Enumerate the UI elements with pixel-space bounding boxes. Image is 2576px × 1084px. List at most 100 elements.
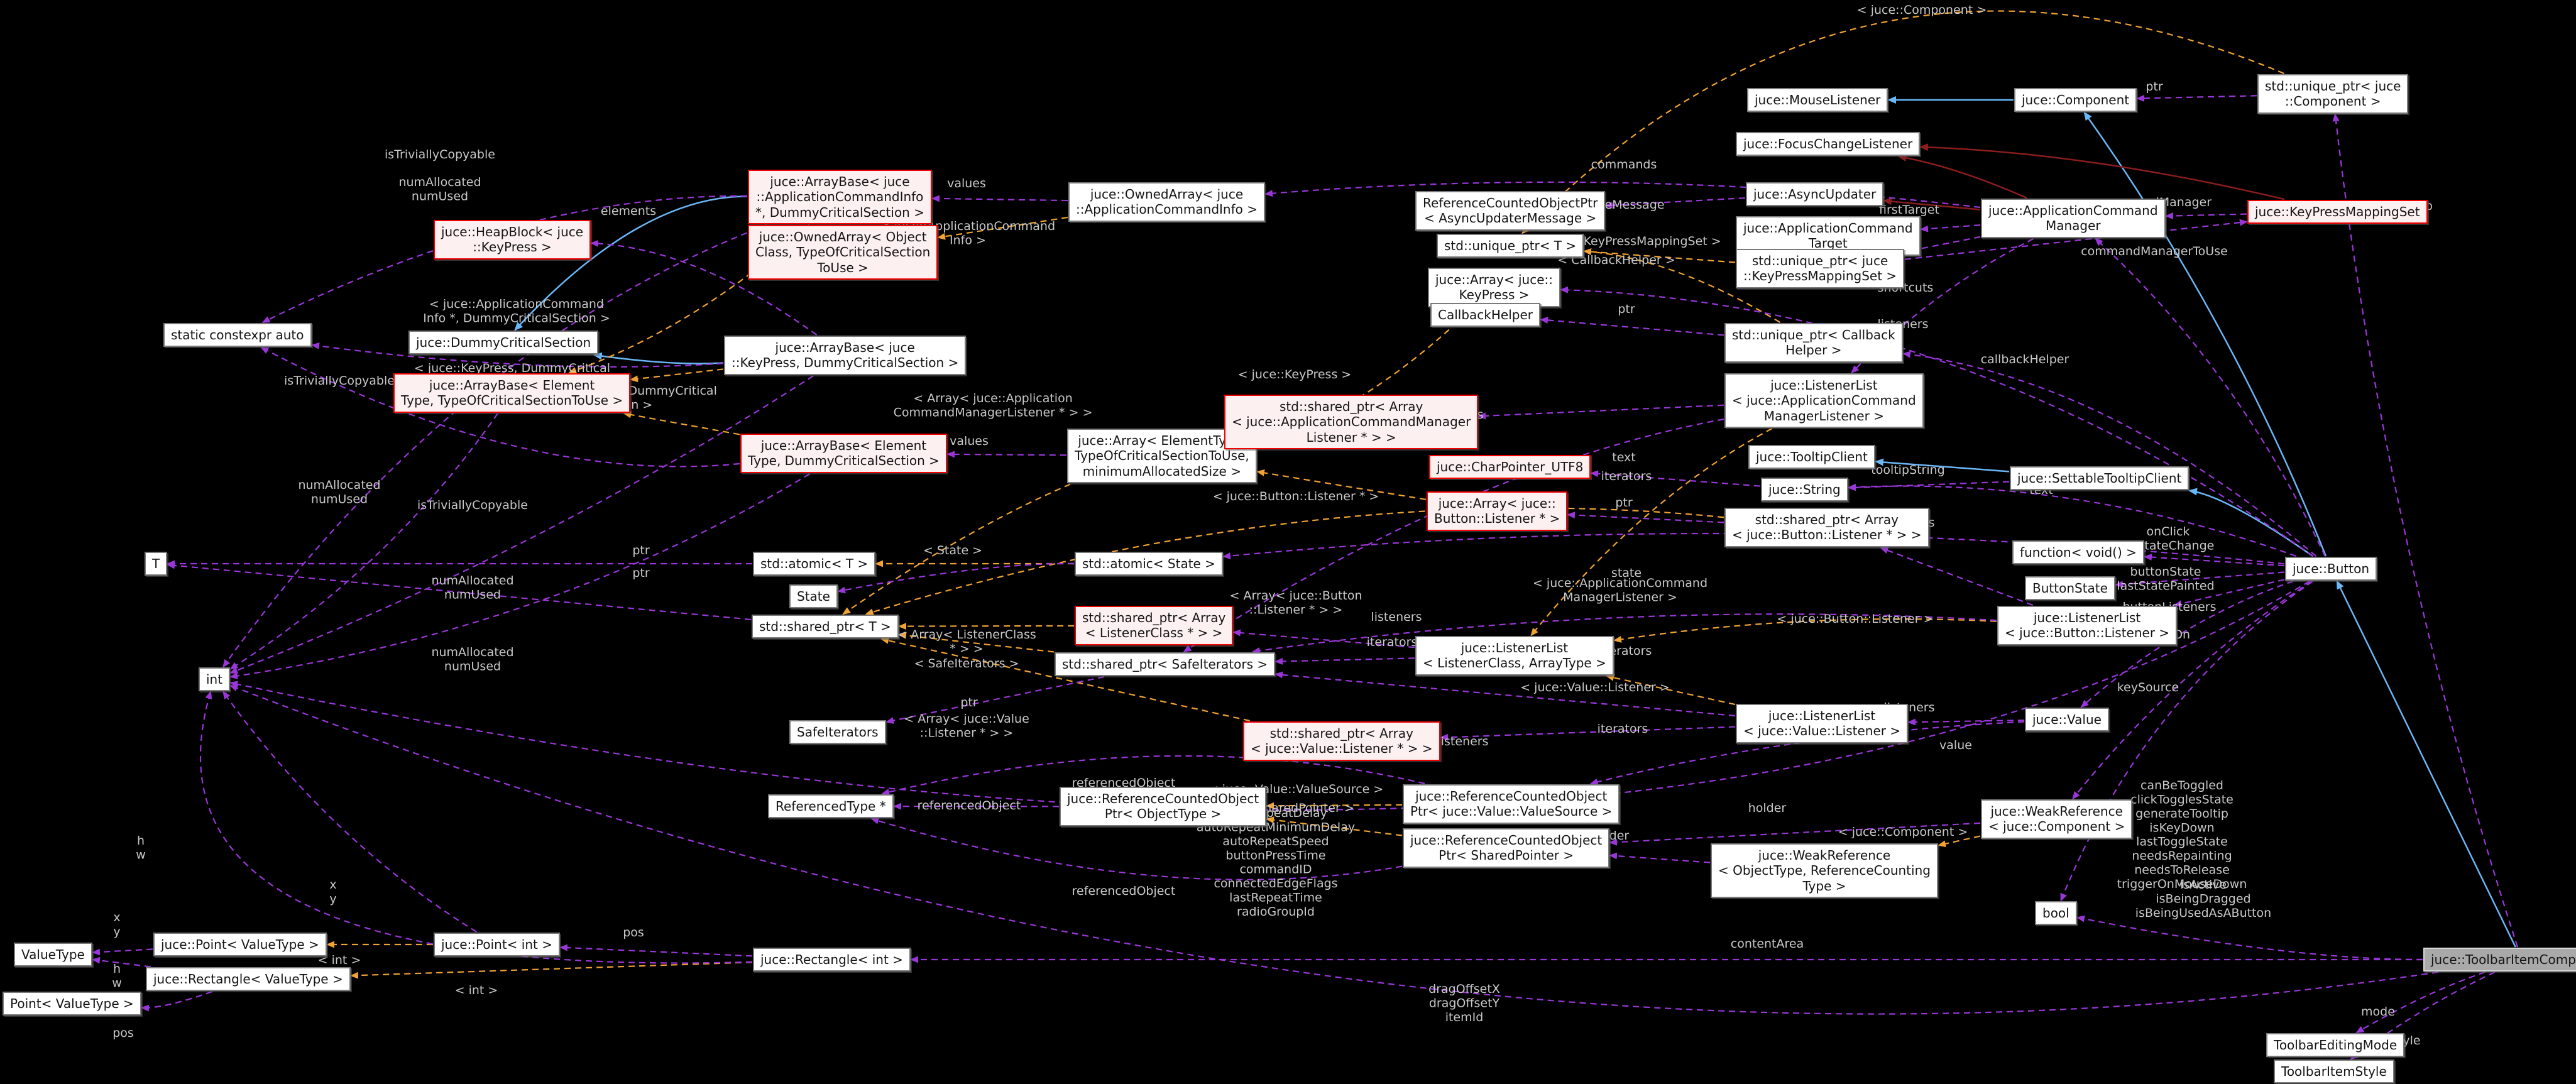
class-node-arraybase-appinfo[interactable]: juce::ArrayBase< juce ::ApplicationComma… bbox=[748, 170, 932, 225]
edge-owned-array-appinfo-to-arraybase-appinfo bbox=[931, 195, 1068, 202]
edge-button-to-component bbox=[2083, 111, 2327, 557]
edge-listenerlist-button-listener-to-listenerlist-generic bbox=[1613, 618, 1997, 643]
class-node-tooltip-client[interactable]: juce::TooltipClient bbox=[1748, 445, 1875, 469]
class-node-settable-tooltip-client[interactable]: juce::SettableTooltipClient bbox=[2010, 466, 2190, 491]
edge-label-app-cmd-manager-to-app-cmd-target: firstTarget bbox=[1879, 203, 1939, 217]
edge-value-to-listenerlist-value-listener bbox=[1907, 718, 2025, 726]
class-node-uptr-kpms[interactable]: std::unique_ptr< juce ::KeyPressMappingS… bbox=[1736, 249, 1905, 288]
class-node-component[interactable]: juce::Component bbox=[2014, 88, 2137, 112]
class-node-dummy-critical-section[interactable]: juce::DummyCriticalSection bbox=[408, 331, 599, 355]
edge-label-uptr-component-to-component: ptr bbox=[2146, 80, 2163, 94]
class-node-rcop-objecttype[interactable]: juce::ReferenceCountedObject Ptr< Object… bbox=[1060, 787, 1267, 826]
edge-label-array-keypress-to-array-generic: < juce::KeyPress > bbox=[1238, 368, 1352, 381]
class-node-arraybase-element-dummy[interactable]: juce::ArrayBase< Element Type, DummyCrit… bbox=[740, 434, 947, 473]
edge-arraybase-keypress-to-static-constexpr bbox=[311, 342, 724, 368]
class-node-weakref-component[interactable]: juce::WeakReference < juce::Component > bbox=[1981, 799, 2133, 839]
class-node-int-box[interactable]: int bbox=[199, 667, 231, 692]
class-node-array-button-listener[interactable]: juce::Array< juce:: Button::Listener * > bbox=[1427, 491, 1568, 531]
class-node-function-void[interactable]: function< void() > bbox=[2012, 540, 2144, 565]
edge-app-cmd-manager-to-focus-change-listener bbox=[1897, 154, 2027, 199]
class-node-atomic-state[interactable]: std::atomic< State > bbox=[1075, 552, 1223, 576]
class-node-rect-int[interactable]: juce::Rectangle< int > bbox=[753, 948, 911, 972]
edge-button-to-uptr-callback-helper bbox=[1902, 351, 2317, 557]
class-node-static-constexpr[interactable]: static constexpr auto bbox=[163, 323, 312, 348]
class-node-keypress-mapping-set[interactable]: juce::KeyPressMappingSet bbox=[2247, 200, 2428, 224]
class-node-t-box[interactable]: T bbox=[145, 552, 168, 576]
edge-label-sptr-t-to-t-box: ptr bbox=[632, 566, 650, 580]
edge-label-arraybase-keypress-to-heapblock-keypress: elements bbox=[601, 204, 656, 218]
class-node-listenerlist-acml[interactable]: juce::ListenerList < juce::ApplicationCo… bbox=[1724, 373, 1924, 429]
class-node-sptr-array-button-listener[interactable]: std::shared_ptr< Array < juce::Button::L… bbox=[1724, 508, 1929, 547]
class-node-array-keypress[interactable]: juce::Array< juce:: KeyPress > bbox=[1428, 268, 1561, 307]
edge-label-sptr-array-button-listener-to-array-button-listener: ptr bbox=[1615, 496, 1633, 510]
class-node-point-valuetype[interactable]: juce::Point< ValueType > bbox=[153, 933, 327, 957]
class-node-mouse-listener[interactable]: juce::MouseListener bbox=[1747, 88, 1888, 112]
class-node-safeiterators[interactable]: SafeIterators bbox=[789, 720, 886, 745]
class-node-owned-array-appinfo[interactable]: juce::OwnedArray< juce ::ApplicationComm… bbox=[1068, 182, 1265, 222]
edge-label-listenerlist-value-listener-to-listenerlist-generic: < juce::Value::Listener > bbox=[1520, 681, 1670, 694]
edge-weakref-generic-to-rcop-sharedpointer bbox=[1609, 852, 1711, 863]
class-node-sptr-array-value-listener[interactable]: std::shared_ptr< Array < juce::Value::Li… bbox=[1243, 721, 1440, 761]
edge-rcop-valuesource-to-referenced-type bbox=[881, 755, 1425, 796]
class-node-uptr-component[interactable]: std::unique_ptr< juce ::Component > bbox=[2257, 74, 2409, 114]
class-node-button-state[interactable]: ButtonState bbox=[2025, 576, 2115, 601]
class-node-bool-box[interactable]: bool bbox=[2035, 901, 2077, 926]
edge-sptr-safeiterators-to-safeiterators bbox=[885, 676, 1105, 724]
class-node-async-updater[interactable]: juce::AsyncUpdater bbox=[1746, 182, 1884, 207]
class-node-app-cmd-manager[interactable]: juce::ApplicationCommand Manager bbox=[1981, 199, 2166, 238]
class-node-heapblock-keypress[interactable]: juce::HeapBlock< juce ::KeyPress > bbox=[434, 220, 591, 260]
class-node-focus-change-listener[interactable]: juce::FocusChangeListener bbox=[1736, 132, 1921, 156]
class-node-toolbar-editing-mode[interactable]: ToolbarEditingMode bbox=[2266, 1033, 2405, 1058]
class-node-listenerlist-button-listener[interactable]: juce::ListenerList < juce::Button::Liste… bbox=[1997, 606, 2178, 645]
class-node-sptr-t[interactable]: std::shared_ptr< T > bbox=[752, 615, 899, 639]
class-node-rect-valuetype[interactable]: juce::Rectangle< ValueType > bbox=[146, 967, 351, 992]
edge-label-value-to-rcop-valuesource: value bbox=[1939, 738, 1972, 752]
edge-label-weakref-component-to-weakref-generic: < juce::Component > bbox=[1838, 825, 1968, 839]
class-node-sptr-array-acml[interactable]: std::shared_ptr< Array < juce::Applicati… bbox=[1224, 395, 1479, 450]
class-node-owned-array-generic[interactable]: juce::OwnedArray< Object Class, TypeOfCr… bbox=[748, 225, 938, 280]
class-node-button[interactable]: juce::Button bbox=[2285, 557, 2377, 581]
class-node-arraybase-generic[interactable]: juce::ArrayBase< Element Type, TypeOfCri… bbox=[393, 373, 631, 413]
class-node-charpointer-utf8[interactable]: juce::CharPointer_UTF8 bbox=[1429, 455, 1591, 479]
class-node-uptr-callback-helper[interactable]: std::unique_ptr< Callback Helper > bbox=[1724, 323, 1903, 363]
class-node-listenerlist-generic[interactable]: juce::ListenerList < ListenerClass, Arra… bbox=[1415, 636, 1614, 676]
edge-arraybase-appinfo-to-int-box bbox=[222, 224, 767, 668]
edge-label-settable-tooltip-client-to-string: tooltipString bbox=[1871, 463, 1944, 477]
edge-label-button-to-uptr-callback-helper: callbackHelper bbox=[1981, 353, 2069, 366]
class-node-referenced-type[interactable]: ReferencedType * bbox=[768, 794, 894, 819]
class-node-weakref-generic[interactable]: juce::WeakReference < ObjectType, Refere… bbox=[1711, 843, 1938, 899]
edge-weakref-component-to-rcop-sharedpointer bbox=[1609, 822, 1981, 846]
class-node-rcop-sharedpointer[interactable]: juce::ReferenceCountedObject Ptr< Shared… bbox=[1403, 828, 1610, 868]
class-node-string[interactable]: juce::String bbox=[1761, 478, 1848, 502]
class-node-sptr-safeiterators[interactable]: std::shared_ptr< SafeIterators > bbox=[1055, 652, 1276, 677]
edge-listenerlist-generic-to-sptr-safeiterators bbox=[1274, 657, 1415, 665]
edge-label-rect-valuetype-to-point-valuetype-plain: pos bbox=[112, 1026, 134, 1040]
class-node-sptr-array-listenerclass[interactable]: std::shared_ptr< Array < ListenerClass *… bbox=[1075, 606, 1234, 645]
class-node-point-valuetype-plain[interactable]: Point< ValueType > bbox=[3, 992, 141, 1016]
class-node-rcop-async[interactable]: ReferenceCountedObjectPtr < AsyncUpdater… bbox=[1415, 191, 1606, 231]
edge-arraybase-appinfo-to-arraybase-generic bbox=[568, 224, 810, 374]
class-node-toolbar-item-component[interactable]: juce::ToolbarItemComponent bbox=[2423, 948, 2576, 972]
class-node-valuetype[interactable]: ValueType bbox=[14, 943, 92, 967]
class-node-rcop-valuesource[interactable]: juce::ReferenceCountedObject Ptr< juce::… bbox=[1403, 784, 1620, 824]
class-node-callback-helper[interactable]: CallbackHelper bbox=[1430, 303, 1540, 327]
class-node-array-generic[interactable]: juce::Array< ElementType, TypeOfCritical… bbox=[1067, 429, 1257, 484]
class-node-uptr-t[interactable]: std::unique_ptr< T > bbox=[1437, 234, 1584, 258]
class-node-arraybase-keypress[interactable]: juce::ArrayBase< juce ::KeyPress, DummyC… bbox=[724, 336, 967, 375]
edge-settable-tooltip-client-to-tooltip-client bbox=[1875, 458, 2010, 473]
class-node-value[interactable]: juce::Value bbox=[2025, 708, 2109, 732]
edge-label-rect-int-to-point-int: pos bbox=[623, 926, 644, 939]
class-node-listenerlist-value-listener[interactable]: juce::ListenerList < juce::Value::Listen… bbox=[1736, 704, 1909, 743]
edge-label-listenerlist-value-listener-to-sptr-safeiterators: iterators bbox=[1598, 722, 1648, 736]
class-node-atomic-t[interactable]: std::atomic< T > bbox=[753, 552, 876, 576]
edge-button-to-value bbox=[2080, 580, 2294, 708]
class-node-state-box[interactable]: State bbox=[789, 584, 838, 609]
class-node-point-int[interactable]: juce::Point< int > bbox=[434, 933, 560, 957]
edge-arraybase-element-dummy-to-int-box bbox=[229, 473, 811, 679]
edge-label-sptr-array-listenerclass-to-sptr-t: < Array< ListenerClass* > > bbox=[897, 628, 1036, 655]
class-node-toolbar-item-style[interactable]: ToolbarItemStyle bbox=[2274, 1059, 2394, 1084]
